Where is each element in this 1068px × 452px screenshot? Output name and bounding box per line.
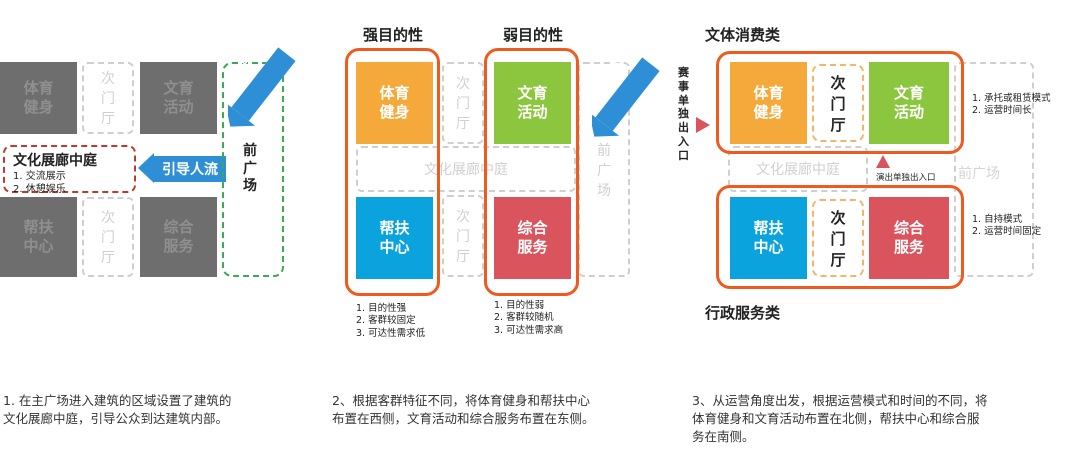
show-entrance-arrow-icon [876, 155, 890, 168]
block-sports-gray: 体育 健身 [0, 62, 77, 134]
plaza-label: 前 广 场 [243, 143, 257, 194]
corridor-courtyard: 文化展廊中庭 [728, 146, 868, 192]
main-flow-arrow-icon [592, 57, 660, 137]
strong-purpose-group [345, 48, 440, 296]
block-aid: 帮扶 中心 [730, 197, 807, 279]
corridor-courtyard: 文化展廊中庭 [356, 146, 576, 192]
side-hall-bottom: 次 门 厅 [812, 199, 864, 277]
block-aid-gray: 帮扶 中心 [0, 197, 77, 277]
block-culture: 文育 活动 [869, 62, 949, 144]
consumer-group [716, 51, 964, 154]
side-hall-top: 次 门 厅 [82, 62, 134, 134]
plaza-area [954, 62, 1034, 277]
plaza-area [222, 62, 284, 277]
admin-group [716, 185, 964, 289]
block-service-gray: 综合 服务 [140, 197, 217, 277]
corridor-item: 1. 交流展示 [13, 171, 66, 182]
show-entrance-label: 演出单独出入口 [876, 173, 936, 183]
guide-arrow-icon [138, 153, 154, 183]
block-sports: 体育 健身 [730, 62, 807, 144]
block-sports: 体育 健身 [356, 62, 433, 144]
side-hall-top: 次 门 厅 [442, 62, 484, 144]
side-hall-top: 次 门 厅 [812, 64, 864, 142]
admin-notes: 1. 自持模式 2. 运营时间固定 [972, 214, 1042, 238]
weak-purpose-group [484, 48, 579, 296]
plaza-label: 前广场 [958, 166, 1000, 182]
admin-group-title: 行政服务类 [705, 304, 781, 322]
event-entrance-label: 赛 事 单 独 出 入 口 [678, 66, 689, 162]
block-service: 综合 服务 [494, 197, 571, 279]
plaza-area: 前 广 场 [578, 62, 630, 277]
corridor-title: 文化展廊中庭 [13, 153, 97, 169]
guide-flow-label: 引导人流 [154, 156, 226, 182]
block-service: 综合 服务 [869, 197, 949, 279]
side-hall-bottom: 次 门 厅 [442, 195, 484, 277]
weak-purpose-notes: 1. 目的性弱 2. 客群较随机 3. 可达性需求高 [494, 300, 564, 336]
strong-purpose-title: 强目的性 [363, 26, 424, 44]
main-flow-arrow-icon [228, 47, 296, 127]
consumer-notes: 1. 承托或租赁模式 2. 运营时间长 [972, 93, 1051, 117]
block-aid: 帮扶 中心 [356, 197, 433, 279]
caption-2: 2、根据客群特征不同，将体育健身和帮扶中心 布置在西侧，文育活动和综合服务布置在… [332, 393, 595, 427]
block-culture-gray: 文育 活动 [140, 62, 217, 134]
entrance-arrow-icon [696, 117, 710, 133]
corridor-courtyard-box: 文化展廊中庭 1. 交流展示 2. 休憩娱乐 [3, 145, 136, 195]
caption-1: 1. 在主广场进入建筑的区域设置了建筑的 文化展廊中庭，引导公众到达建筑内部。 [3, 393, 232, 427]
weak-purpose-title: 弱目的性 [503, 26, 564, 44]
strong-purpose-notes: 1. 目的性强 2. 客群较固定 3. 可达性需求低 [356, 303, 426, 339]
block-culture: 文育 活动 [494, 62, 571, 144]
side-hall-bottom: 次 门 厅 [82, 197, 134, 277]
caption-3: 3、从运营角度出发，根据运营模式和时间的不同，将 体育健身和文育活动布置在北侧，… [692, 393, 988, 445]
consumer-group-title: 文体消费类 [705, 26, 781, 44]
corridor-item: 2. 休憩娱乐 [13, 184, 66, 195]
